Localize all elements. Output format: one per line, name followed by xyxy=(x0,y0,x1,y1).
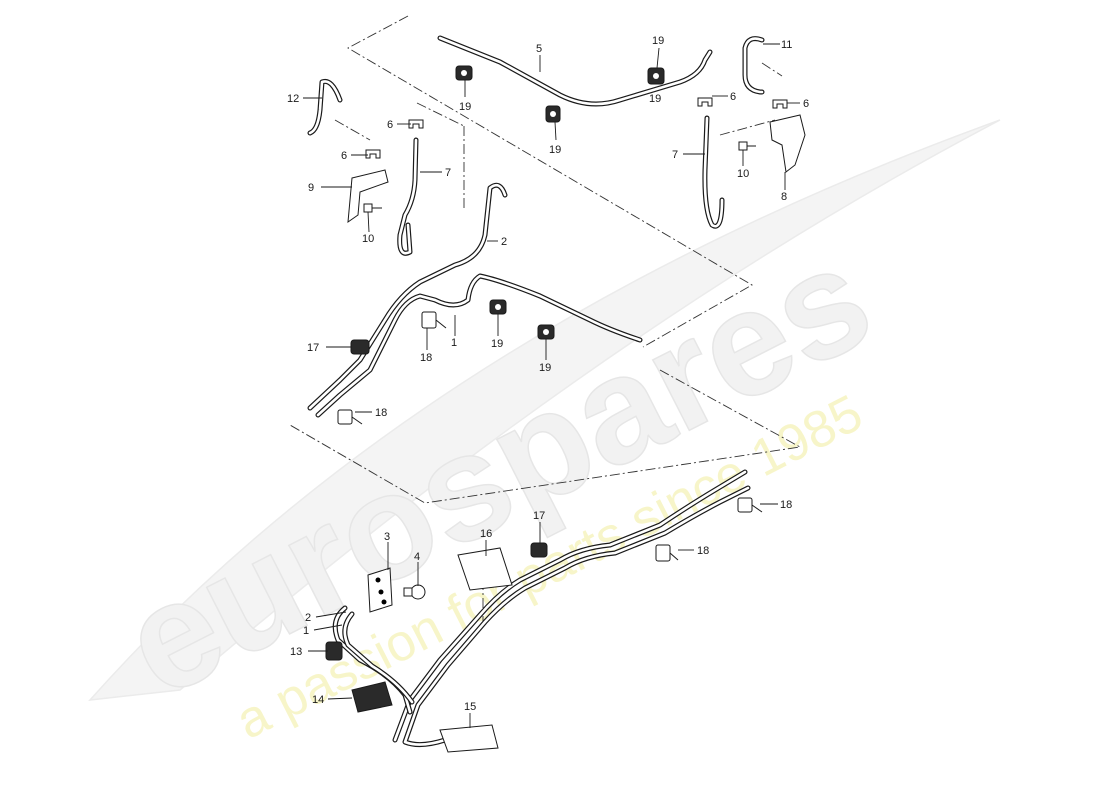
leader-lines xyxy=(303,43,800,728)
callout-9: 9 xyxy=(308,182,314,194)
clip-19 xyxy=(537,324,555,340)
callout-18: 18 xyxy=(375,407,387,419)
bracket-8 xyxy=(769,114,806,173)
callout-1: 1 xyxy=(303,625,309,637)
clip-6 xyxy=(772,99,788,109)
callout-6: 6 xyxy=(730,91,736,103)
callout-13: 13 xyxy=(290,646,302,658)
pipe-2-upper xyxy=(307,182,508,411)
clip-19 xyxy=(489,299,507,315)
callout-15: 15 xyxy=(464,701,476,713)
callout-6: 6 xyxy=(803,98,809,110)
callout-19: 19 xyxy=(652,35,664,47)
clip-6 xyxy=(697,97,713,107)
callout-2: 2 xyxy=(305,612,311,624)
pipe-5 xyxy=(437,35,713,107)
clip-17 xyxy=(530,542,548,558)
brake-hose-7-right xyxy=(702,115,725,229)
frame-upper xyxy=(347,15,753,348)
bracket-9 xyxy=(347,169,389,224)
callout-7: 7 xyxy=(445,167,451,179)
frame-right-link xyxy=(761,62,783,77)
callout-12: 12 xyxy=(287,93,299,105)
assembly-frames xyxy=(289,15,802,625)
callout-19: 19 xyxy=(491,338,503,350)
callout-18: 18 xyxy=(697,545,709,557)
clip-19 xyxy=(455,65,473,81)
clip-13 xyxy=(325,641,343,661)
callout-11: 11 xyxy=(781,39,792,51)
callout-6: 6 xyxy=(341,150,347,162)
bolt-10 xyxy=(738,141,756,151)
callout-6: 6 xyxy=(387,119,393,131)
holder-14 xyxy=(351,681,393,713)
callout-18: 18 xyxy=(420,352,432,364)
frame-left-link xyxy=(334,119,371,141)
clip-19 xyxy=(647,67,665,85)
frame-lower xyxy=(289,369,802,504)
block-3 xyxy=(367,567,393,613)
clip-18 xyxy=(737,497,763,513)
callout-16: 16 xyxy=(480,528,492,540)
callout-17: 17 xyxy=(533,510,545,522)
clip-19 xyxy=(545,105,561,123)
callout-7: 7 xyxy=(672,149,678,161)
callout-10: 10 xyxy=(362,233,374,245)
callout-19: 19 xyxy=(649,93,661,105)
callout-14: 14 xyxy=(312,694,324,706)
clip-18 xyxy=(655,544,679,562)
callout-labels: 5 19 19 19 19 11 6 6 12 6 6 7 7 9 10 10 … xyxy=(287,35,809,713)
callout-18: 18 xyxy=(780,499,792,511)
callout-19: 19 xyxy=(459,101,471,113)
hose-12 xyxy=(307,78,343,136)
clip-17 xyxy=(350,339,370,355)
watermark-swoosh xyxy=(88,119,1001,701)
pipe-lower-left xyxy=(332,605,415,715)
callout-5: 5 xyxy=(536,43,542,55)
callout-2: 2 xyxy=(501,236,507,248)
callout-3: 3 xyxy=(384,531,390,543)
callout-19: 19 xyxy=(549,144,561,156)
hose-11 xyxy=(742,36,765,95)
callout-19: 19 xyxy=(539,362,551,374)
callout-4: 4 xyxy=(414,551,420,563)
watermark: eurospares a passion for parts since 198… xyxy=(88,119,1001,751)
callout-8: 8 xyxy=(781,191,787,203)
clip-6 xyxy=(365,149,381,159)
pipe-lower-2 xyxy=(402,485,751,748)
holder-15 xyxy=(439,724,499,753)
callout-1: 1 xyxy=(451,337,457,349)
pipe-1-upper xyxy=(315,273,643,418)
pipe-lower-1 xyxy=(392,469,748,743)
callout-17: 17 xyxy=(307,342,319,354)
bolt-10 xyxy=(363,203,382,213)
frame-upper-link xyxy=(416,102,465,127)
parts xyxy=(325,65,806,753)
clip-6 xyxy=(408,119,424,129)
frame-right-link2 xyxy=(719,119,776,136)
callout-10: 10 xyxy=(737,168,749,180)
brake-hose-7-left xyxy=(397,137,419,256)
clip-18 xyxy=(421,311,447,329)
clip-18 xyxy=(337,409,363,425)
